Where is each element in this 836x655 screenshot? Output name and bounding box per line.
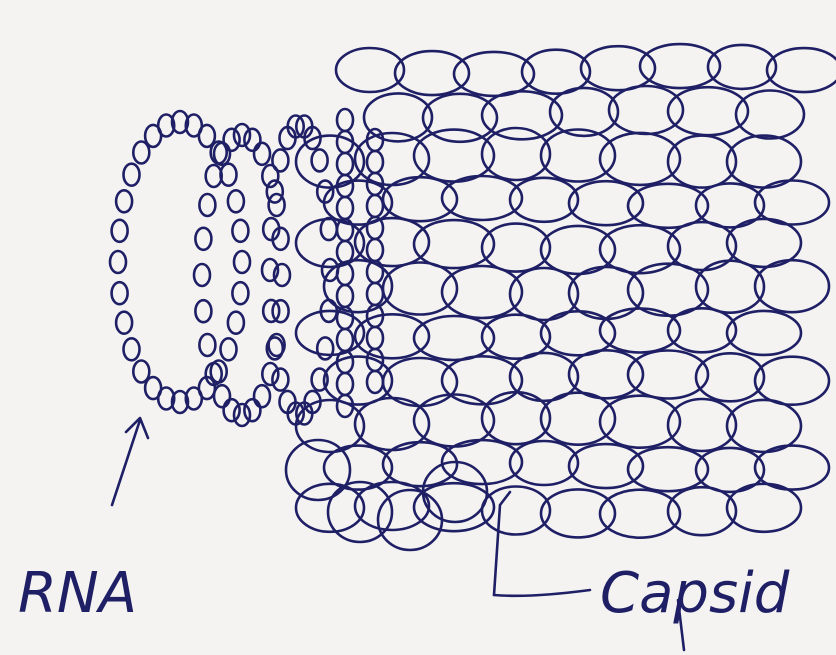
rna-label: RNA — [18, 561, 137, 626]
capsid-label: Capsid — [600, 561, 790, 626]
